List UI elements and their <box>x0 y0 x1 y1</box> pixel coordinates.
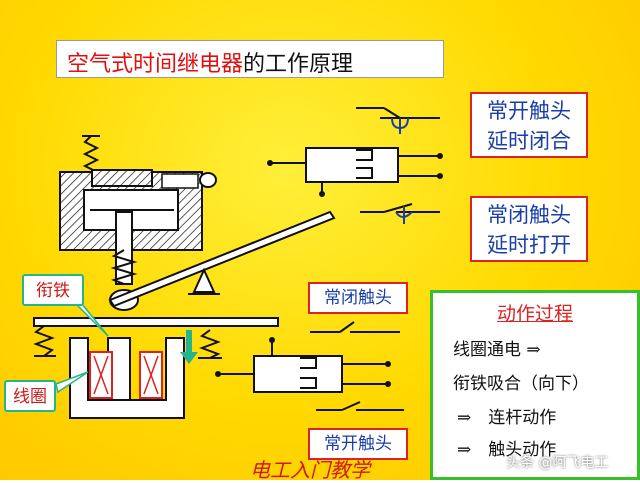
air-chamber <box>59 169 217 251</box>
course-watermark: 电工入门教学 <box>250 458 370 482</box>
process-panel: 动作过程 线圈通电 ⇒ 衔铁吸合（向下） ⇒ 连杆动作 ⇒ 触头动作 <box>430 290 640 480</box>
label-line-1: 常闭触头 <box>487 203 571 227</box>
process-step-4: ⇒ 触头动作 <box>457 440 557 460</box>
process-step-1: 线圈通电 ⇒ <box>453 340 541 360</box>
title-black-part: 的工作原理 <box>243 52 354 77</box>
electromagnet <box>33 317 279 419</box>
armature-callout: 衔铁 <box>22 274 84 306</box>
coil-callout: 线圈 <box>4 380 56 412</box>
lever <box>108 210 336 308</box>
delayed-contact-symbols <box>356 107 440 224</box>
upper-contact-block <box>267 147 443 197</box>
process-step-3: ⇒ 连杆动作 <box>457 408 557 428</box>
title-red-part: 空气式时间继电器 <box>67 52 244 77</box>
label-no-delay-close: 常开触头 延时闭合 <box>470 92 588 158</box>
source-watermark: 头条 @阿飞电工 <box>506 455 609 471</box>
callout-pointers <box>55 303 109 394</box>
label-nc-contact: 常闭触头 <box>308 282 408 314</box>
title-box: 空气式时间继电器的工作原理 <box>56 40 444 78</box>
label-line-2: 延时打开 <box>487 233 571 257</box>
lower-contact-block <box>215 321 404 411</box>
label-nc-delay-open: 常闭触头 延时打开 <box>470 196 588 262</box>
process-title: 动作过程 <box>496 303 573 325</box>
process-step-2: 衔铁吸合（向下） <box>453 374 589 394</box>
label-line-1: 常开触头 <box>487 99 571 123</box>
label-line-2: 延时闭合 <box>487 129 571 153</box>
page-title: 空气式时间继电器的工作原理 <box>67 46 353 78</box>
label-no-contact: 常开触头 <box>308 428 408 460</box>
